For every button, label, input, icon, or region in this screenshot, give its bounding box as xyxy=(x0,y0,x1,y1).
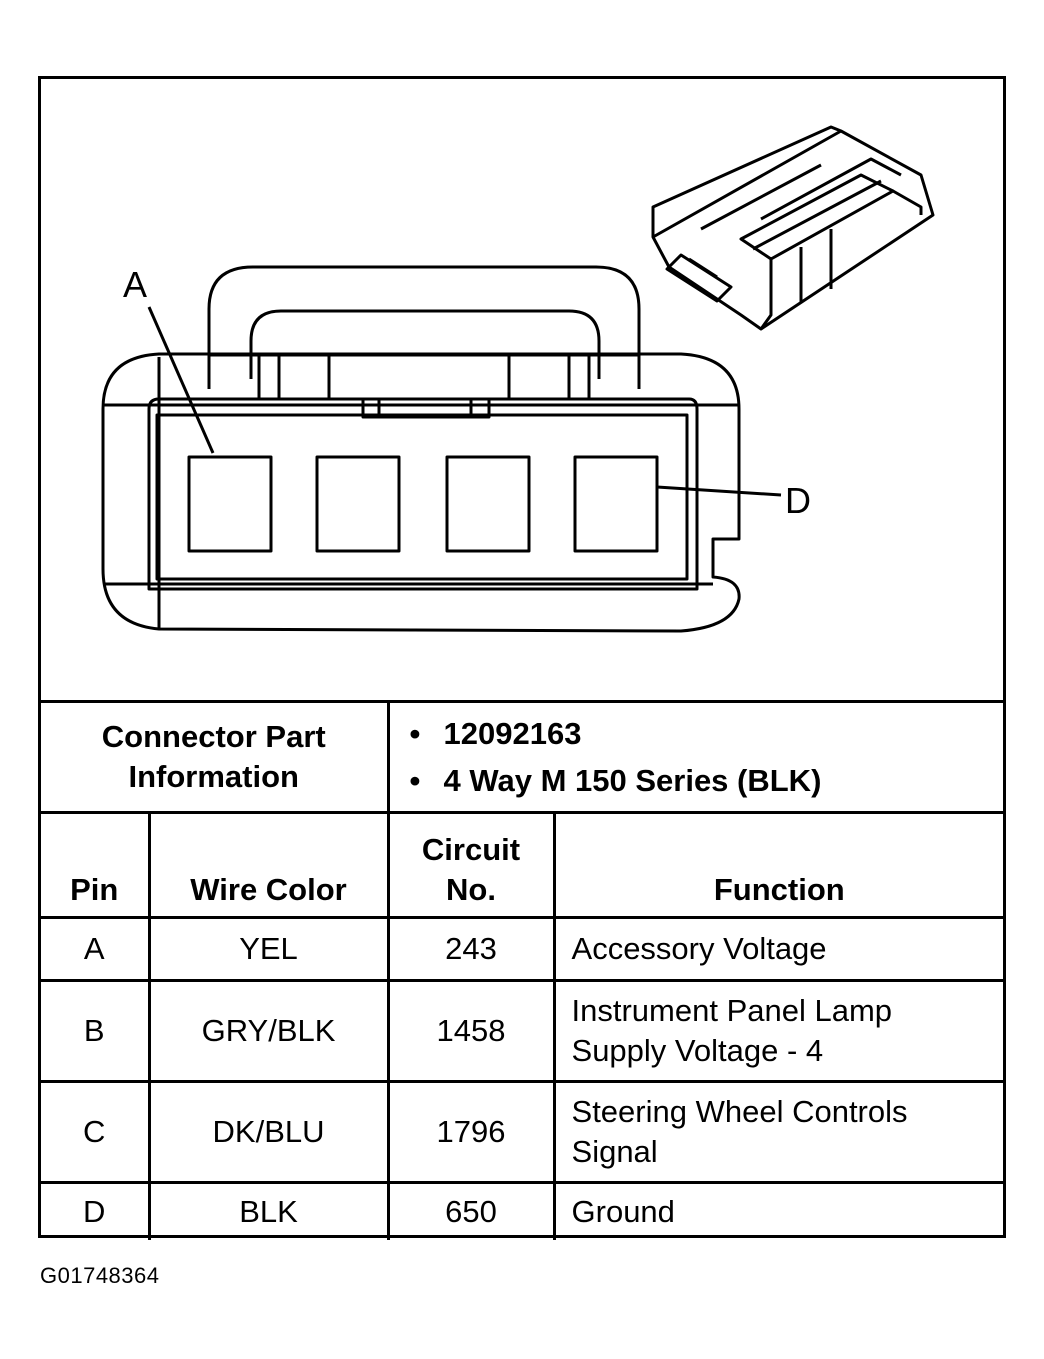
row-circuit: 650 xyxy=(386,1181,556,1240)
row-function-line1: Accessory Voltage xyxy=(571,931,827,966)
row-circuit: 1796 xyxy=(386,1080,556,1184)
table-header-row: Pin Wire Color Circuit No. Function xyxy=(41,811,1004,919)
row-circuit: 1458 xyxy=(386,979,556,1083)
connector-illustration: A D xyxy=(101,125,935,633)
row-function-line2: Supply Voltage - 4 xyxy=(571,1033,824,1068)
figure-id: G01748364 xyxy=(40,1263,160,1288)
connector-3d-view xyxy=(651,125,935,331)
connector-face xyxy=(147,397,699,591)
table-row: B GRY/BLK 1458 Instrument Panel Lamp Sup… xyxy=(41,979,1004,1083)
connector-info-label-line2: Information xyxy=(128,759,300,794)
row-function-line1: Ground xyxy=(571,1194,675,1229)
row-pin: D xyxy=(41,1181,151,1240)
row-function-line1: Steering Wheel Controls xyxy=(571,1094,908,1129)
header-circuit-line1: Circuit xyxy=(421,832,521,867)
row-wire-color: DK/BLU xyxy=(147,1080,390,1184)
row-wire-color: YEL xyxy=(147,916,390,982)
table-row: C DK/BLU 1796 Steering Wheel Controls Si… xyxy=(41,1080,1004,1184)
row-wire-color: BLK xyxy=(147,1181,390,1240)
row-function-line2: Signal xyxy=(571,1134,658,1169)
connector-info-label-line1: Connector Part xyxy=(101,719,326,754)
header-circuit-no: Circuit No. xyxy=(386,811,556,919)
row-circuit: 243 xyxy=(386,916,556,982)
table-row: D BLK 650 Ground xyxy=(41,1181,1004,1240)
row-wire-color: GRY/BLK xyxy=(147,979,390,1083)
callout-a-label: A xyxy=(123,264,147,305)
row-pin: A xyxy=(41,916,151,982)
callout-a-leader xyxy=(147,306,215,454)
pin-cavity-d xyxy=(573,455,659,553)
table-row: A YEL 243 Accessory Voltage xyxy=(41,916,1004,982)
pin-cavity-c xyxy=(445,455,531,553)
connector-housing-outer xyxy=(101,352,741,633)
latch-arch-outer xyxy=(207,265,641,389)
connector-info-label: Connector Part Information xyxy=(41,700,390,814)
connector-info-row: Connector Part Information 12092163 4 Wa… xyxy=(41,700,1004,814)
callout-d-leader xyxy=(656,485,782,497)
row-function: Instrument Panel Lamp Supply Voltage - 4 xyxy=(552,979,1004,1083)
row-function: Steering Wheel Controls Signal xyxy=(552,1080,1004,1184)
callout-d-label: D xyxy=(785,480,811,521)
connector-diagram: A D xyxy=(41,79,1003,701)
connector-description: 4 Way M 150 Series (BLK) xyxy=(410,757,1004,804)
header-function: Function xyxy=(552,811,1004,919)
figure-frame: A D Connector Part Information 12092163 … xyxy=(38,76,1006,1240)
row-pin: B xyxy=(41,979,151,1083)
row-function-line1: Instrument Panel Lamp xyxy=(571,993,893,1028)
pin-cavity-a xyxy=(187,455,273,553)
connector-info-values: 12092163 4 Way M 150 Series (BLK) xyxy=(386,700,1004,814)
header-circuit-line2: No. xyxy=(446,872,496,907)
header-wire-color: Wire Color xyxy=(147,811,390,919)
connector-part-number: 12092163 xyxy=(410,710,1004,757)
pin-cavity-b xyxy=(315,455,401,553)
latch-arch-inner xyxy=(249,309,601,379)
pinout-table: Connector Part Information 12092163 4 Wa… xyxy=(41,700,1004,1240)
header-pin: Pin xyxy=(41,811,151,919)
row-function: Accessory Voltage xyxy=(552,916,1004,982)
row-function: Ground xyxy=(552,1181,1004,1240)
row-pin: C xyxy=(41,1080,151,1184)
